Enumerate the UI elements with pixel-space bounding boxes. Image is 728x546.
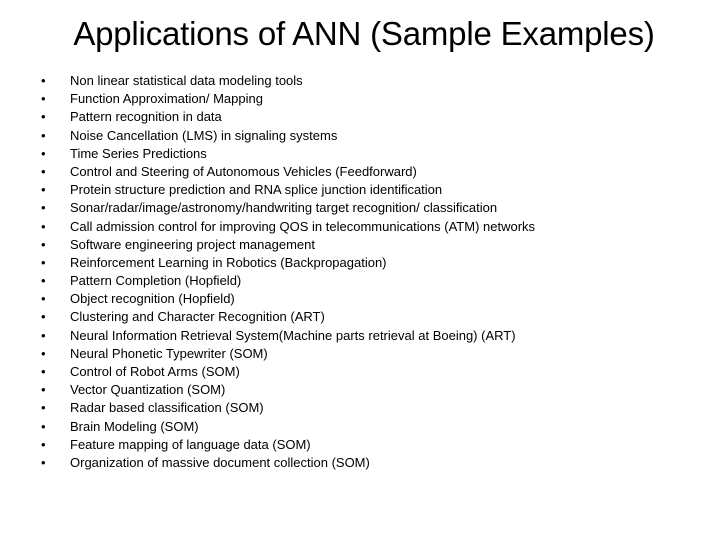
bullet-text: Vector Quantization (SOM) [70, 382, 226, 398]
bullet-item: • Software engineering project management [36, 236, 706, 254]
bullet-text: Reinforcement Learning in Robotics (Back… [70, 254, 387, 270]
bullet-dot-icon: • [41, 273, 46, 289]
bullet-item: • Feature mapping of language data (SOM) [36, 436, 706, 454]
bullet-dot-icon: • [41, 109, 46, 125]
bullet-text: Software engineering project management [70, 236, 315, 252]
bullet-text: Pattern Completion (Hopfield) [70, 273, 242, 289]
bullet-text: Object recognition (Hopfield) [70, 291, 235, 307]
bullet-item: • Clustering and Character Recognition (A… [36, 308, 706, 326]
bullet-item: • Neural Phonetic Typewriter (SOM) [36, 345, 706, 363]
bullet-dot-icon: • [41, 345, 46, 361]
bullet-item: • Control and Steering of Autonomous Vehi… [36, 163, 706, 181]
bullet-text: Time Series Predictions [70, 145, 207, 161]
bullet-dot-icon: • [41, 291, 46, 307]
bullet-dot-icon: • [41, 200, 46, 216]
bullet-dot-icon: • [41, 236, 46, 252]
bullet-item: • Object recognition (Hopfield) [36, 290, 706, 308]
bullet-dot-icon: • [41, 309, 46, 325]
bullet-dot-icon: • [41, 327, 46, 343]
bullet-dot-icon: • [41, 218, 46, 234]
bullet-text: Clustering and Character Recognition (AR… [70, 309, 325, 325]
bullet-dot-icon: • [41, 254, 46, 270]
bullet-dot-icon: • [41, 145, 46, 161]
bullet-dot-icon: • [41, 418, 46, 434]
bullet-dot-icon: • [41, 127, 46, 143]
bullet-item: • Non linear statistical data modeling to… [36, 72, 706, 90]
bullet-dot-icon: • [41, 382, 46, 398]
bullet-text: Function Approximation/ Mapping [70, 91, 263, 107]
bullet-item: • Function Approximation/ Mapping [36, 90, 706, 108]
bullet-text: Pattern recognition in data [70, 109, 222, 125]
bullet-item: • Pattern Completion (Hopfield) [36, 272, 706, 290]
bullet-dot-icon: • [41, 400, 46, 416]
bullet-item: • Reinforcement Learning in Robotics (Bac… [36, 254, 706, 272]
bullet-dot-icon: • [41, 182, 46, 198]
bullet-dot-icon: • [41, 436, 46, 452]
bullet-text: Brain Modeling (SOM) [70, 418, 199, 434]
bullet-item: • Control of Robot Arms (SOM) [36, 363, 706, 381]
bullet-item: • Organization of massive document collec… [36, 454, 706, 472]
slide-title: Applications of ANN (Sample Examples) [73, 15, 655, 52]
bullet-text: Call admission control for improving QOS… [70, 218, 536, 234]
bullet-dot-icon: • [41, 73, 46, 88]
bullet-dot-icon: • [41, 163, 46, 179]
bullet-text: Protein structure prediction and RNA spl… [70, 182, 443, 198]
bullet-item: • Noise Cancellation (LMS) in signaling s… [36, 127, 706, 145]
bullet-dot-icon: • [41, 454, 46, 470]
bullet-text: Sonar/radar/image/astronomy/handwriting … [70, 200, 498, 216]
bullet-text: Non linear statistical data modeling too… [70, 73, 303, 88]
bullet-text: Control and Steering of Autonomous Vehic… [70, 163, 417, 179]
bullet-dot-icon: • [41, 91, 46, 107]
bullet-text: Feature mapping of language data (SOM) [70, 436, 311, 452]
bullet-dot-icon: • [41, 364, 46, 379]
bullet-item: • Vector Quantization (SOM) [36, 381, 706, 399]
bullet-list: • Non linear statistical data modeling to… [36, 72, 706, 472]
bullet-item: • Call admission control for improving QO… [36, 218, 706, 236]
bullet-item: • Pattern recognition in data [36, 108, 706, 126]
bullet-text: Radar based classification (SOM) [70, 400, 264, 416]
bullet-text: Neural Phonetic Typewriter (SOM) [70, 345, 268, 361]
bullet-item: • Protein structure prediction and RNA sp… [36, 181, 706, 199]
bullet-item: • Time Series Predictions [36, 145, 706, 163]
bullet-item: • Brain Modeling (SOM) [36, 418, 706, 436]
bullet-text: Organization of massive document collect… [70, 454, 370, 470]
bullet-text: Control of Robot Arms (SOM) [70, 364, 240, 379]
bullet-item: • Sonar/radar/image/astronomy/handwriting… [36, 199, 706, 217]
bullet-text: Neural Information Retrieval System(Mach… [70, 327, 516, 343]
bullet-item: • Neural Information Retrieval System(Mac… [36, 327, 706, 345]
bullet-text: Noise Cancellation (LMS) in signaling sy… [70, 127, 338, 143]
bullet-item: • Radar based classification (SOM) [36, 399, 706, 417]
